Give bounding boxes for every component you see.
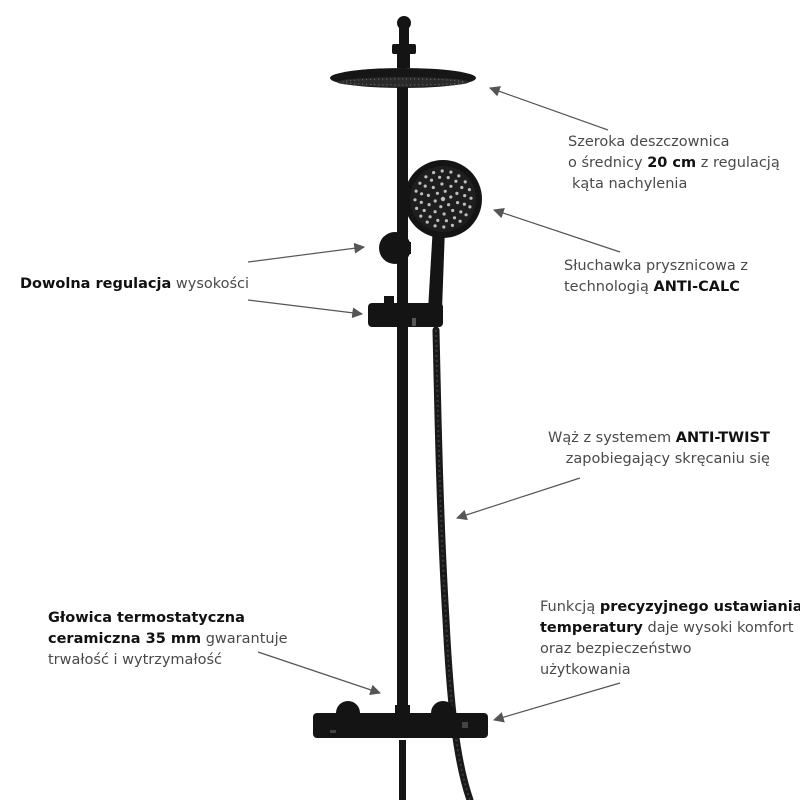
nozzle-dot [433, 224, 437, 228]
nozzle-dot [433, 210, 437, 214]
nozzle-dot [455, 191, 459, 195]
nozzle-dot [440, 196, 446, 202]
nozzle-dot [414, 189, 418, 193]
nozzle-dot [419, 214, 423, 218]
label-height-adjustment: Dowolna regulacja wysokości [20, 276, 250, 292]
nozzle-dot [440, 169, 444, 173]
arrow-rain-shower [488, 86, 609, 131]
nozzle-dot [423, 184, 427, 188]
nozzle-dot [457, 174, 461, 178]
label-temperature: Funkcją precyzyjnego ustawiania temperat… [540, 599, 800, 678]
hand-shower [404, 160, 482, 310]
nozzle-dot [428, 215, 432, 219]
nozzle-dot [419, 200, 423, 204]
nozzle-dot [450, 223, 454, 227]
nozzle-dot [454, 179, 458, 183]
arrow-height-lower [247, 299, 364, 319]
thermostat-mixer [313, 701, 488, 738]
nozzle-dot [468, 205, 472, 209]
nozzle-dot [429, 178, 434, 182]
nozzle-dot [415, 206, 419, 210]
nozzle-dot [425, 220, 429, 224]
arrow-hose [455, 477, 581, 521]
nozzle-dot [469, 196, 473, 200]
top-connector [392, 16, 416, 68]
nozzle-dot [443, 189, 447, 193]
nozzle-dot [418, 181, 422, 185]
nozzle-dot [449, 170, 453, 174]
nozzle-dot [427, 203, 431, 207]
nozzle-dot [449, 184, 453, 188]
nozzle-dot [438, 175, 442, 179]
nozzle-dot [449, 195, 453, 199]
rain-shower-head [330, 68, 476, 88]
label-rain-shower: Szeroka deszczownica o średnicy 20 cm z … [568, 134, 780, 192]
nozzle-dot [459, 210, 463, 214]
arrow-cartridge [257, 651, 382, 696]
nozzle-dot [452, 216, 457, 220]
nozzle-dot [442, 212, 446, 216]
nozzle-dot [424, 175, 428, 179]
arrow-temperature [492, 682, 621, 723]
nozzle-dot [463, 194, 467, 198]
nozzle-dot [447, 203, 451, 207]
annotation-arrows [247, 86, 621, 723]
nozzle-dot [420, 192, 424, 196]
nozzle-dot [426, 193, 430, 197]
arrow-height-upper [247, 242, 366, 263]
nozzle-dot [432, 171, 436, 175]
nozzle-dot [446, 176, 450, 180]
nozzle-dot [439, 205, 443, 209]
nozzle-dot [458, 219, 462, 223]
nozzle-dot [456, 201, 460, 205]
nozzle-dot [436, 218, 440, 222]
wall-bracket [379, 232, 411, 264]
nozzle-dot [422, 208, 426, 213]
nozzle-dot [431, 185, 435, 190]
nozzle-dot [442, 225, 446, 229]
nozzle-dot [464, 213, 468, 217]
nozzle-dot [444, 219, 448, 223]
nozzle-dot [462, 202, 466, 206]
nozzle-dot [451, 208, 455, 213]
nozzle-dot [460, 185, 464, 190]
label-handset: Słuchawka prysznicowa z technologią ANTI… [564, 258, 748, 295]
riser-pipe [397, 80, 408, 720]
nozzle-dot [440, 182, 444, 186]
nozzle-dot [463, 180, 467, 184]
nozzle-dot [467, 188, 471, 192]
nozzle-dot [433, 199, 437, 203]
nozzle-dot [435, 191, 439, 195]
label-cartridge: Głowica termostatyczna ceramiczna 35 mm … [48, 610, 288, 668]
arrow-handset [492, 207, 621, 253]
slider-holder [368, 296, 443, 327]
label-hose: Wąż z systemem ANTI-TWIST zapobiegający … [548, 430, 770, 467]
nozzle-dot [413, 198, 417, 202]
